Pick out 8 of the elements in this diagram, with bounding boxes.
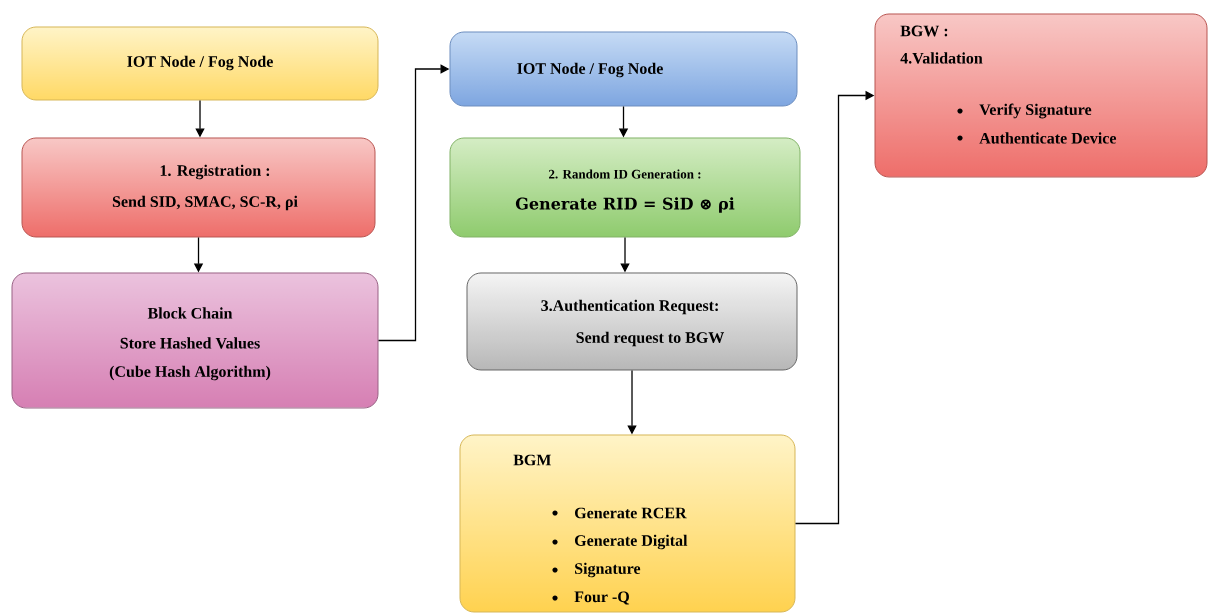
process-box: Block Chain Store Hashed Values (Cube Hash Algorithm) — [11, 272, 379, 409]
process-box: 3.Authentication Request: Send request to BGW — [466, 272, 798, 371]
process-box: 2. Random ID Generation : Generate RID = SiD ⊗ ρi — [449, 137, 801, 238]
process-box: BGM Generate RCER Generate Digital Signature Four -Q — [459, 434, 796, 613]
process-box: IOT Node / Fog Node — [21, 26, 379, 101]
process-box: BGW : 4.Validation Verify Signature Authenticate Device — [874, 13, 1208, 178]
process-box: 1. Registration : Send SID, SMAC, SC-R, ρi — [21, 137, 376, 238]
process-box: IOT Node / Fog Node — [449, 31, 798, 107]
